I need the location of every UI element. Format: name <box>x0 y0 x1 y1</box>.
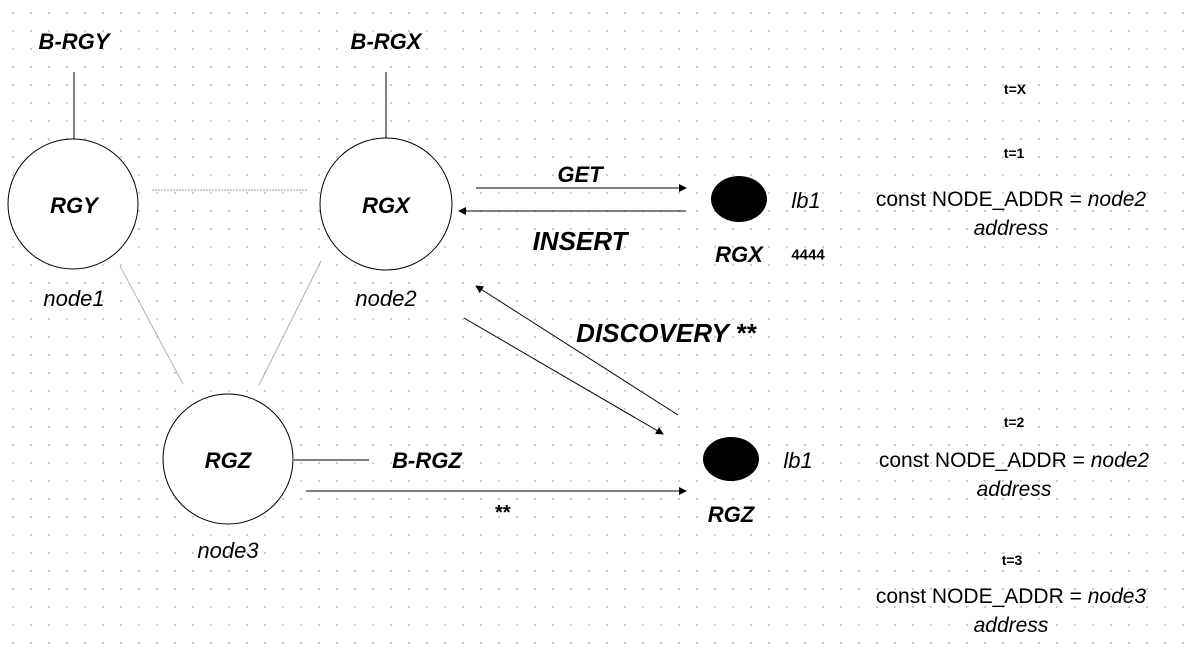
t3-code-value: node3 <box>1087 585 1147 608</box>
discovery-arrow-to-lb <box>463 317 664 435</box>
t2-code-prefix: const NODE_ADDR = <box>878 449 1091 472</box>
bucket-label-rgy: B-RGY <box>38 29 110 54</box>
bucket-label-rgz: B-RGZ <box>392 448 462 473</box>
node-rgz-label: RGZ <box>204 448 252 473</box>
t2-code-suffix: address <box>976 478 1052 501</box>
rgz-arrow-label: ** <box>494 502 510 524</box>
lb-top-port: 4444 <box>791 246 825 264</box>
lb-top-target: RGX <box>715 242 763 267</box>
t2-code-value: node2 <box>1090 449 1150 472</box>
insert-label: INSERT <box>532 226 628 256</box>
node-rgy-circle[interactable] <box>7 138 139 270</box>
t1-code-value: node2 <box>1087 188 1147 211</box>
lb-top-dot[interactable] <box>711 176 767 222</box>
lb-bottom-target: RGZ <box>707 502 755 527</box>
time-t2-label: t=2 <box>1003 414 1025 430</box>
time-t1-label: t=1 <box>1003 145 1025 161</box>
bucket-label-rgx: B-RGX <box>350 29 422 54</box>
link-rgy-rgz <box>119 265 184 385</box>
t1-code-block: const NODE_ADDR = node2 address <box>876 185 1146 243</box>
t2-code-block: const NODE_ADDR = node2 address <box>879 446 1149 504</box>
link-rgx-rgz <box>258 260 322 386</box>
t1-code-suffix: address <box>973 217 1049 240</box>
time-t3-label: t=3 <box>1001 552 1023 568</box>
t3-code-prefix: const NODE_ADDR = <box>875 585 1088 608</box>
discovery-label: DISCOVERY ** <box>576 318 756 348</box>
t3-code-line: const NODE_ADDR = node3 <box>876 582 1146 611</box>
get-label: GET <box>557 162 603 187</box>
node-rgz-circle[interactable] <box>162 393 294 525</box>
node1-name: node1 <box>43 286 105 311</box>
node-rgy-label: RGY <box>50 193 98 218</box>
node3-name: node3 <box>197 538 259 563</box>
lb-bottom-dot[interactable] <box>703 437 759 481</box>
t3-code-suffix: address <box>973 614 1049 637</box>
node2-name: node2 <box>355 286 417 311</box>
discovery-arrow-to-node2 <box>475 285 679 416</box>
t1-code-prefix: const NODE_ADDR = <box>875 188 1088 211</box>
t2-code-line: const NODE_ADDR = node2 <box>879 446 1149 475</box>
t3-code-block: const NODE_ADDR = node3 address <box>876 582 1146 640</box>
time-tx-label: t=X <box>1003 81 1027 97</box>
node-rgx-label: RGX <box>362 193 410 218</box>
lb-top-name: lb1 <box>791 188 821 213</box>
lb-bottom-name: lb1 <box>783 448 813 473</box>
node-rgx-circle[interactable] <box>319 137 453 271</box>
t1-code-line: const NODE_ADDR = node2 <box>876 185 1146 214</box>
